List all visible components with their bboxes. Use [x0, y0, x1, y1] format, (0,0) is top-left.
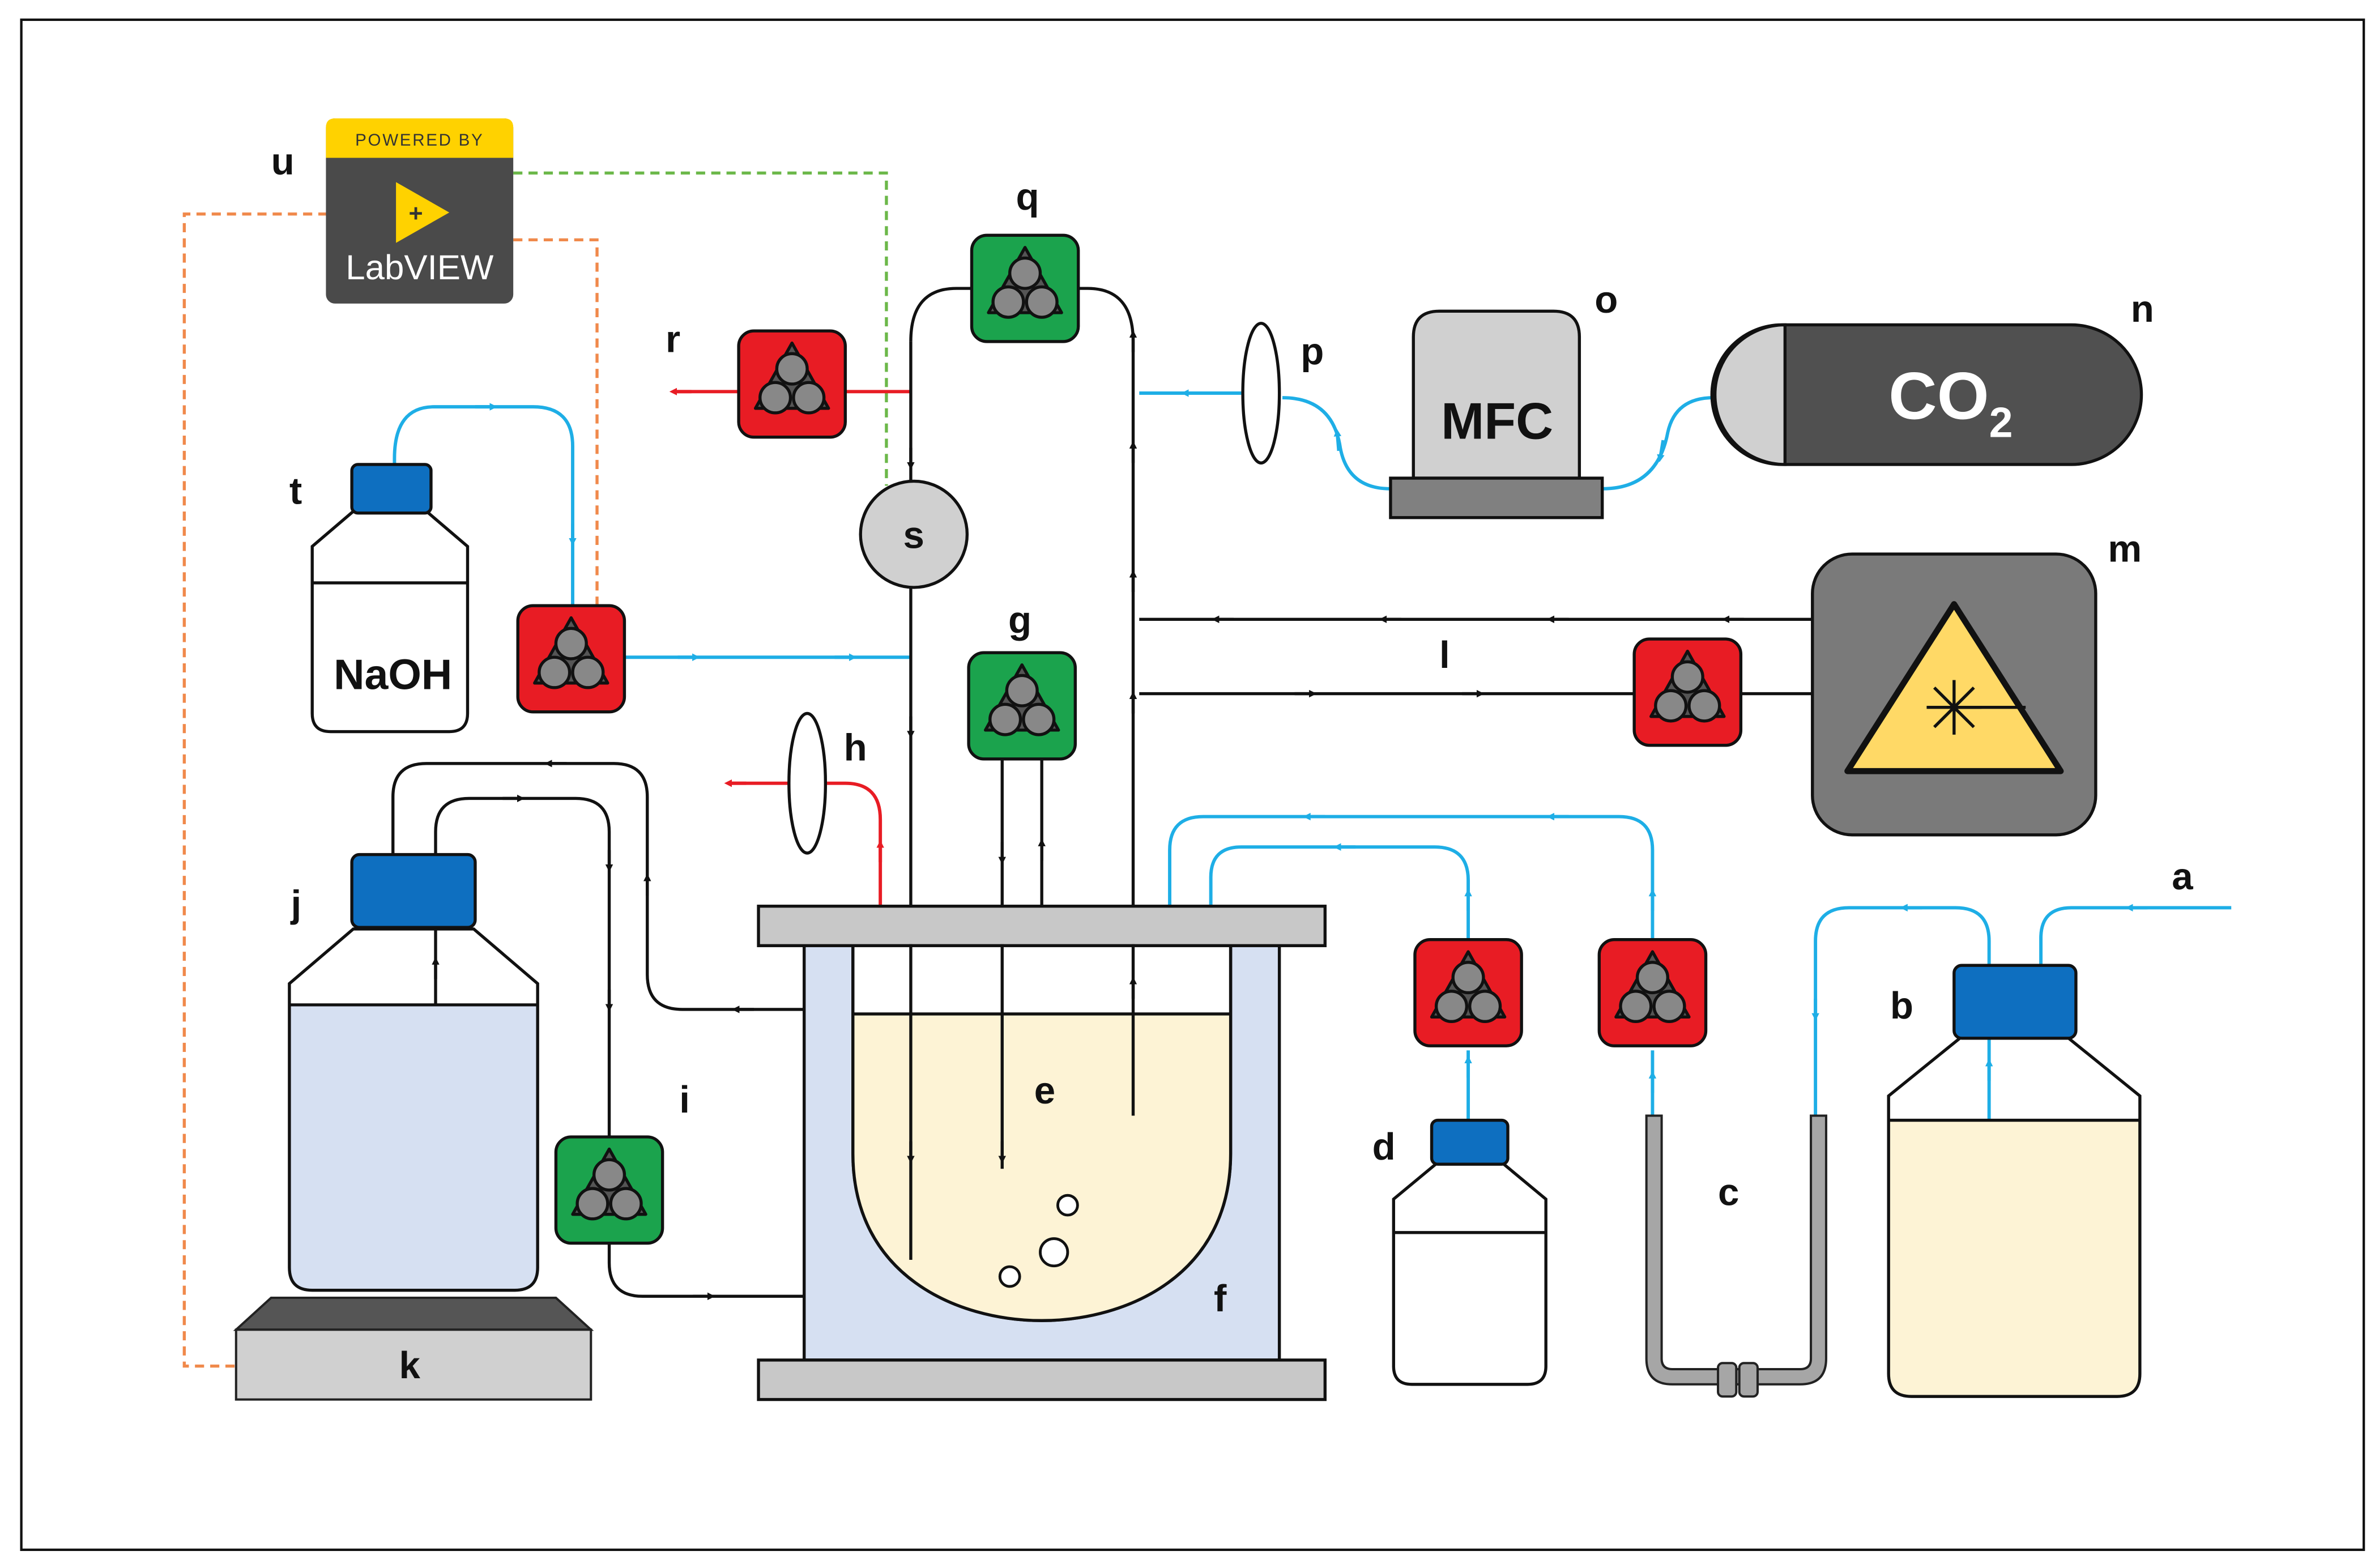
filter-h: [787, 711, 828, 855]
label-f: f: [1214, 1277, 1227, 1320]
svg-text:+: +: [408, 200, 423, 227]
laser-unit-m: [1811, 552, 2097, 837]
bottle-j-cap: [350, 853, 477, 929]
label-l: l: [1439, 634, 1450, 676]
filter-p: [1241, 322, 1281, 465]
bottle-t: [310, 463, 470, 734]
naoh-text: NaOH: [334, 651, 452, 698]
magnetic-stirrer-k: [233, 1297, 594, 1401]
label-e: e: [1034, 1070, 1055, 1112]
bioreactor: [757, 905, 1327, 1401]
gas-line-co2-to-mfc: [1602, 396, 1713, 491]
mass-flow-controller-o: [1389, 309, 1604, 519]
label-s: s: [903, 514, 924, 556]
pump-naoh: [516, 604, 626, 714]
co2-cylinder-n: [1710, 323, 2143, 466]
pumps: [516, 233, 1743, 1245]
pump-d: [1413, 938, 1523, 1047]
bottle-j: [288, 853, 539, 1292]
bottle-b: [1887, 964, 2142, 1398]
gas-line-mfc-to-filter: [1282, 396, 1391, 491]
label-i: i: [679, 1079, 690, 1121]
label-r: r: [666, 318, 680, 361]
control-line-labview-to-naoh-pump: [513, 238, 599, 604]
label-u: u: [271, 140, 295, 183]
control-lines: [182, 171, 888, 1368]
pump-laser: [1632, 637, 1743, 747]
label-n: n: [2131, 288, 2154, 330]
bottle-d: [1392, 1118, 1547, 1386]
label-b: b: [1890, 985, 1913, 1027]
vent-line-reactor-to-h: [827, 781, 882, 908]
pump-i: [554, 1135, 664, 1245]
control-line-labview-to-scale: [182, 212, 328, 1368]
pump-q: [970, 233, 1080, 343]
gas-lines: [390, 389, 2232, 1293]
label-g: g: [1008, 599, 1031, 641]
laser-warning-icon: [1926, 680, 2026, 735]
letter-labels: a b c d e f g h i j k l m n o p q r s t …: [271, 140, 2194, 1387]
label-q: q: [1016, 176, 1039, 218]
label-p: p: [1301, 330, 1324, 373]
vent-lines: [669, 387, 911, 908]
gas-line-inlet-a: [2039, 906, 2232, 966]
label-d: d: [1372, 1126, 1396, 1168]
reactor-inner-lines: [907, 944, 1137, 1260]
pump-c: [1597, 938, 1708, 1047]
labview-name-text: LabVIEW: [346, 248, 494, 287]
label-c: c: [1718, 1171, 1739, 1214]
label-h: h: [844, 727, 867, 769]
reactor-lid: [757, 905, 1327, 948]
pump-r: [737, 329, 847, 439]
bottle-t-cap: [350, 463, 433, 515]
liquid-line-jacket-to-j: [391, 762, 804, 1011]
bottle-b-cap: [1952, 964, 2078, 1040]
bottle-d-cap: [1430, 1118, 1510, 1166]
reactor-base: [757, 1358, 1327, 1401]
label-a: a: [2172, 855, 2193, 898]
label-o: o: [1594, 279, 1618, 321]
labview-logo-u: +: [326, 118, 514, 304]
labview-play-icon: [396, 182, 450, 243]
label-k: k: [399, 1344, 420, 1387]
co2-text: CO2: [1888, 359, 2013, 446]
gas-line-naoh-loop: [393, 405, 574, 635]
label-m: m: [2108, 528, 2142, 570]
control-line-labview-to-ph-sensor: [513, 171, 888, 486]
pump-g: [967, 651, 1077, 761]
label-t: t: [289, 470, 302, 513]
u-tube-c: [1645, 1114, 1827, 1398]
mfc-text: MFC: [1441, 393, 1553, 450]
labview-banner-text: POWERED BY: [355, 131, 484, 150]
label-j: j: [290, 883, 302, 926]
ph-sensor-s: [859, 479, 969, 589]
